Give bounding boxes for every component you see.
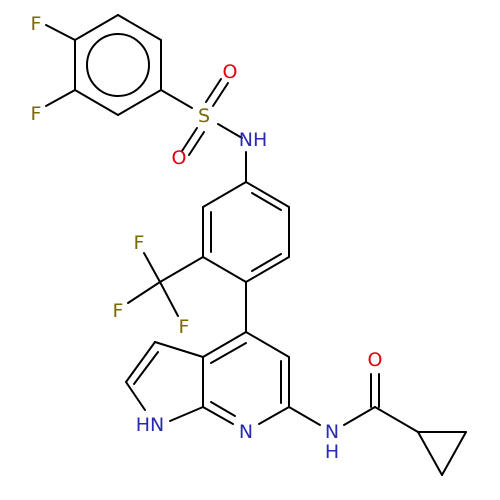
bond xyxy=(143,252,161,283)
bond xyxy=(202,331,247,358)
atom-label-f1: F xyxy=(31,13,42,35)
bond xyxy=(169,406,204,422)
atom-labels: F F S O O NH F F F HN N N H O xyxy=(31,13,383,463)
bond xyxy=(210,401,236,417)
atom-label-n-pyridine: N xyxy=(239,421,253,443)
bond xyxy=(117,89,162,116)
atom-label-f-cf3-left: F xyxy=(113,300,124,322)
bond xyxy=(441,431,467,476)
bond xyxy=(159,281,179,317)
bond xyxy=(212,82,229,107)
bond xyxy=(159,256,204,283)
bond xyxy=(160,89,193,109)
atom-label-f-cf3-bottom: F xyxy=(179,316,190,338)
bond xyxy=(343,406,376,426)
bond xyxy=(205,78,222,103)
bond xyxy=(210,342,247,364)
bond xyxy=(288,406,321,426)
bond xyxy=(202,256,247,283)
bond xyxy=(251,253,282,272)
atom-label-o-bottom: O xyxy=(172,147,187,169)
bond xyxy=(74,89,119,116)
bond xyxy=(217,123,243,139)
atom-label-nh-sulfonamide: NH xyxy=(239,129,268,151)
aromatic-ring-circle xyxy=(86,33,150,97)
bond xyxy=(181,127,198,152)
atom-label-s: S xyxy=(198,105,210,127)
atom-label-o-top: O xyxy=(223,61,238,83)
bond xyxy=(188,131,205,156)
bond xyxy=(202,181,247,208)
bond xyxy=(251,192,282,211)
bond xyxy=(374,406,419,433)
bonds xyxy=(45,14,467,476)
bond xyxy=(258,406,290,425)
bond xyxy=(154,341,204,358)
atom-label-h-amide: H xyxy=(325,441,339,463)
bond xyxy=(133,351,159,385)
bond xyxy=(45,24,76,41)
bond xyxy=(125,381,146,411)
bond xyxy=(202,406,234,425)
bond xyxy=(127,281,161,304)
bond xyxy=(245,256,290,283)
bond xyxy=(117,14,162,41)
atom-label-o-amide: O xyxy=(368,349,383,371)
bond xyxy=(245,181,290,208)
bond xyxy=(74,14,119,41)
bond xyxy=(45,89,76,107)
bond xyxy=(125,341,156,383)
bond xyxy=(417,431,443,476)
atom-label-f2: F xyxy=(31,103,42,125)
atom-label-f-cf3-top: F xyxy=(134,232,145,254)
atom-label-hn-pyrrole: HN xyxy=(136,414,165,436)
atom-label-n-amide: N xyxy=(325,421,339,443)
bond xyxy=(245,331,290,358)
